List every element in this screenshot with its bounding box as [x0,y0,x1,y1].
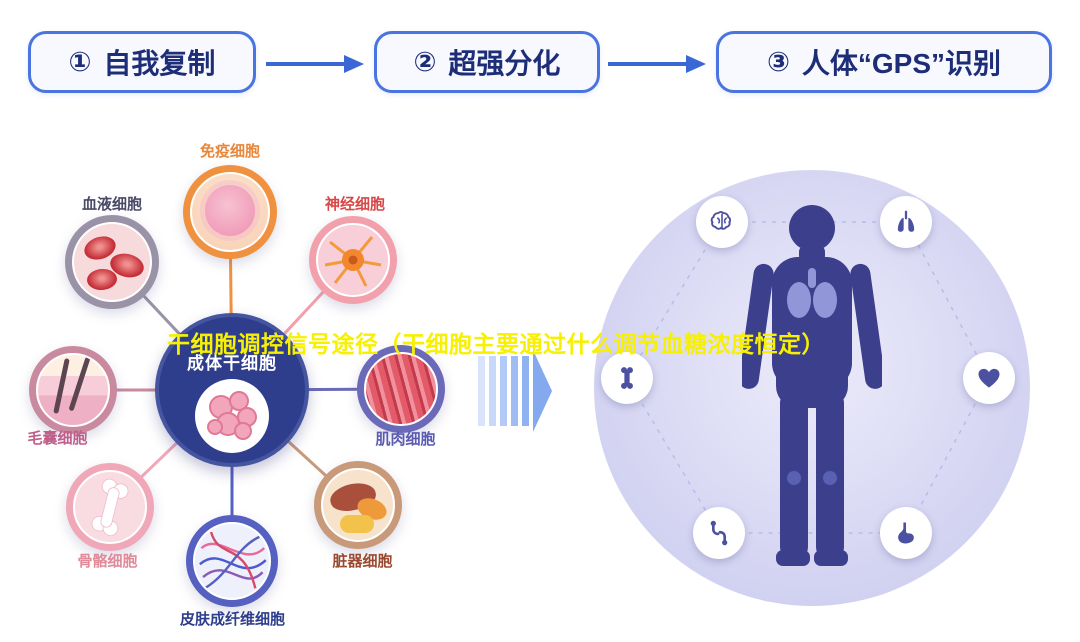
immune-cell-body [204,185,256,236]
cell-label-blood: 血液细胞 [81,196,142,213]
cell-label-nerve: 神经细胞 [324,196,385,213]
stomach-map-marker [880,507,932,559]
intestine-shape [339,515,374,533]
blood-cells-circle [65,215,159,309]
cell-cluster-icon [207,391,257,440]
stomach-icon [898,522,914,544]
neuron-icon [324,236,382,287]
hair-strand [68,356,91,412]
human-body-silhouette [742,205,882,566]
hair-strand [53,357,70,414]
adult-stem-cell-circle: 成体干细胞 [155,313,309,467]
organ-cells-circle [314,461,402,549]
step-label: 人体“GPS”识别 [801,48,1001,79]
bone-illustration [75,472,145,542]
fibroblast-illustration [195,524,269,598]
adult-stem-cell-label: 成体干细胞 [187,354,277,373]
cell-label-hair-follicle: 毛囊细胞 [27,430,88,447]
step-number: ③ [766,46,790,77]
step-badge-3: ③ 人体“GPS”识别 [716,31,1052,93]
hair-follicle-cells-circle [29,346,117,434]
flow-arrow-icon [478,350,552,432]
step-label: 超强分化 [448,48,561,79]
joint-map-marker [693,507,745,559]
organ-illustration [323,470,393,540]
heart-map-marker [963,352,1015,404]
joint-icon [710,520,728,546]
arrow-right-icon [266,55,364,73]
cell-label-immune: 免疫细胞 [199,143,260,160]
bone-icon [621,367,633,389]
brain-icon [710,211,732,230]
muscle-cells-circle [357,345,445,433]
bone-icon [91,478,129,536]
step-badge-2: ② 超强分化 [374,31,600,93]
cell-label-muscle: 肌肉细胞 [375,431,436,448]
immune-cell-illustration [192,174,268,250]
step-label: 自我复制 [103,48,216,79]
brain-map-marker [696,196,748,248]
muscle-fiber-illustration [366,354,436,424]
red-blood-cell [86,267,118,292]
stem-cell-cluster [195,379,269,453]
step-number: ② [413,46,437,77]
step-badge-1: ① 自我复制 [28,31,256,93]
step-number: ① [68,46,92,77]
nerve-cell-illustration [318,225,388,295]
fiber-mesh-icon [199,531,267,590]
hair-follicle-illustration [38,355,108,425]
lungs-map-marker [880,196,932,248]
cell-label-skin-fibroblast: 皮肤成纤维细胞 [179,611,285,628]
bone-map-marker [601,352,653,404]
bone-cells-circle [66,463,154,551]
heart-icon [978,368,1000,388]
nerve-cells-circle [309,216,397,304]
cell-label-bone: 骨骼细胞 [77,553,138,570]
cell-label-organ: 脏器细胞 [332,553,393,570]
arrow-right-icon [608,55,706,73]
lungs-icon [897,210,915,232]
skin-fibroblast-cells-circle [186,515,278,607]
immune-cells-circle [183,165,277,259]
blood-cell-illustration [74,224,150,300]
